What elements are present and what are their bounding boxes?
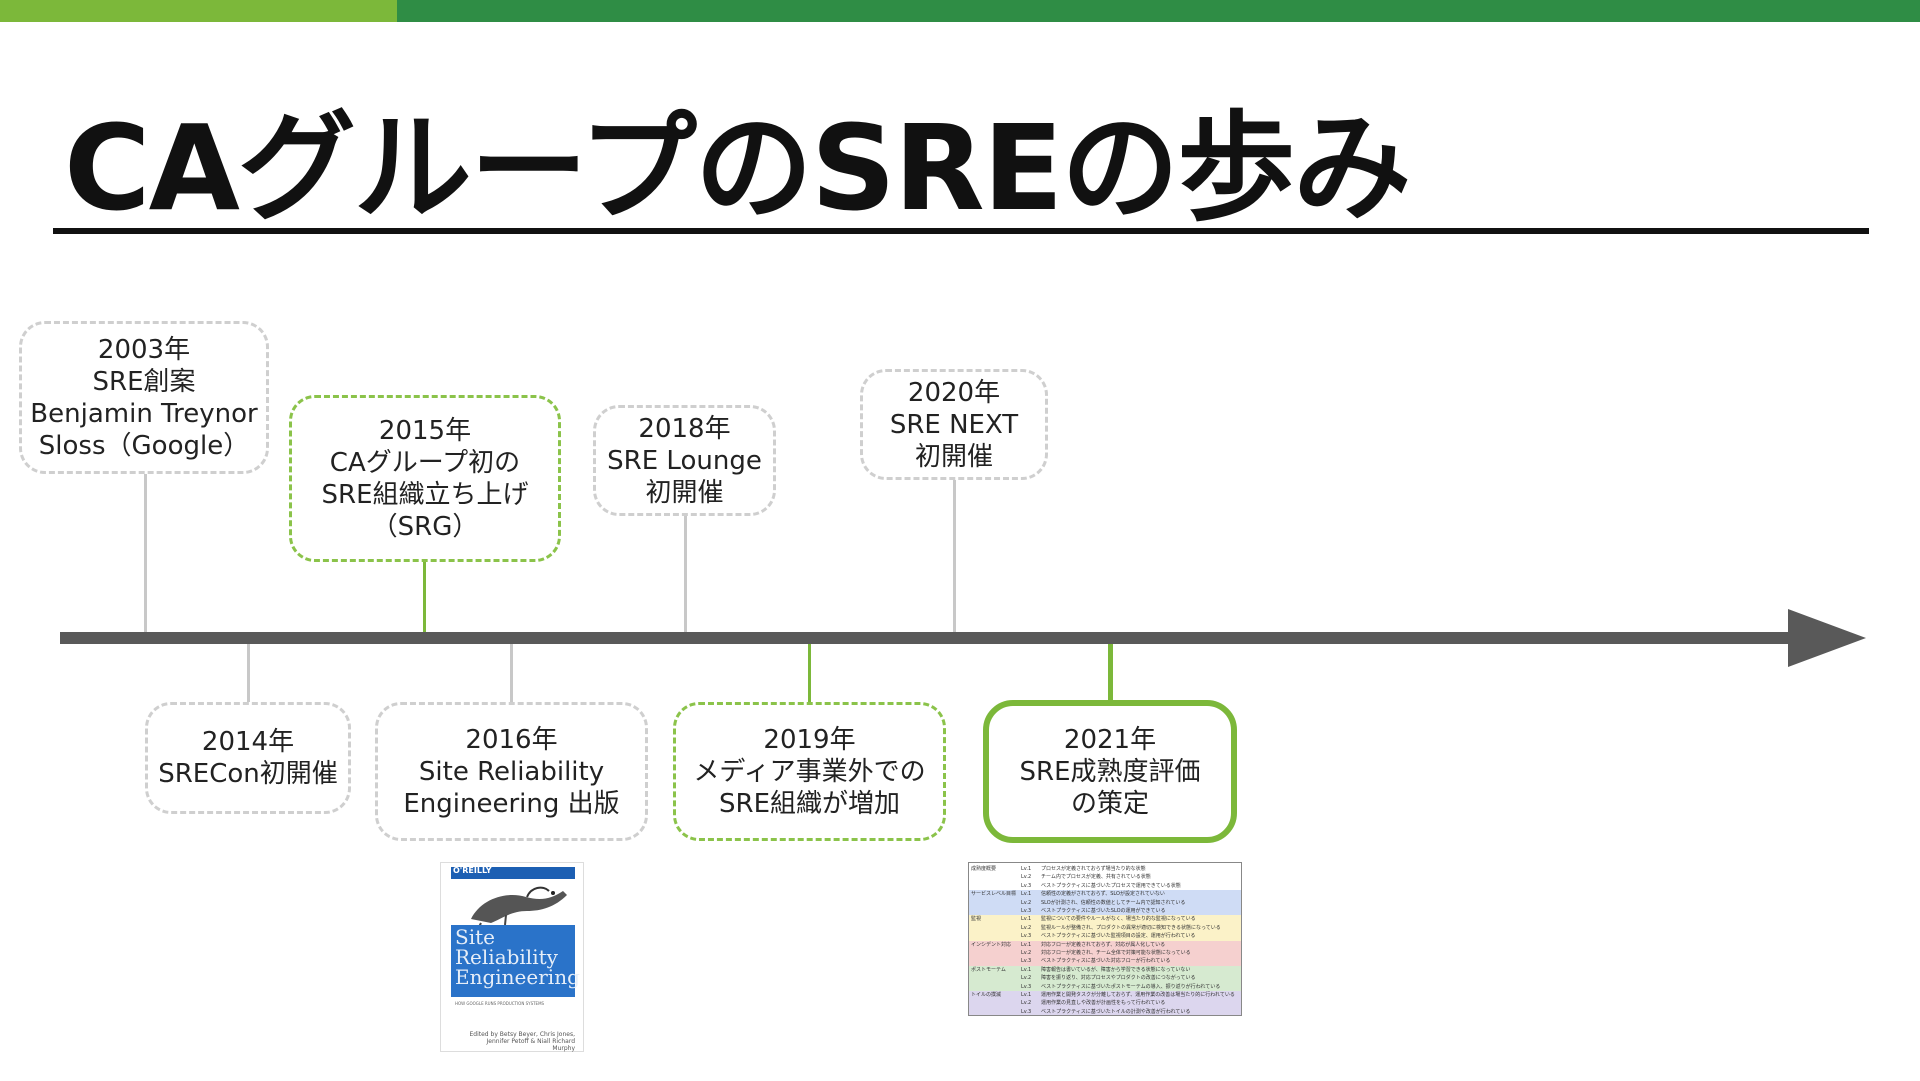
table-cell-lv: Lv.1 <box>1021 866 1032 872</box>
table-cell-lv: Lv.1 <box>1021 992 1032 998</box>
connector-2021 <box>1108 644 1113 700</box>
table-row: Lv.3 ベストプラクティスに基づいた監視項目の設定、運用が行われている <box>969 932 1241 941</box>
maturity-evaluation-sheet: 成熟度概要 Lv.1 プロセスが定義されておらず場当たり的な状態 Lv.2 チーム内でプ… <box>968 862 1242 1016</box>
book-subtitle: HOW GOOGLE RUNS PRODUCTION SYSTEMS <box>455 1001 545 1006</box>
sre-book-cover: O'REILLY Site Reliability Engineering HO… <box>440 862 584 1052</box>
table-cell-lv: Lv.3 <box>1021 958 1032 965</box>
table-cell-desc: 対応フローが定義され、チーム全体で対策可能な状態になっている <box>1041 950 1191 956</box>
table-cell-lv: Lv.3 <box>1021 882 1032 889</box>
table-row: サービスレベル目標 Lv.1 信頼性の定義がされておらず、SLOが設定されていない <box>969 890 1241 899</box>
table-cell-desc: チーム内でプロセスが定義、共有されている状態 <box>1041 874 1151 881</box>
table-cell-desc: プロセスが定義されておらず場当たり的な状態 <box>1041 866 1146 872</box>
table-cell-lv: Lv.2 <box>1021 950 1032 956</box>
table-row: トイルの撲滅 Lv.1 運用作業と開発タスクが分離しておらず、運用作業の改善は場当た… <box>969 991 1241 1000</box>
table-row: Lv.2 チーム内でプロセスが定義、共有されている状態 <box>969 873 1241 882</box>
book-top-band <box>451 867 575 879</box>
table-cell-cat: 監視 <box>971 916 982 923</box>
table-cell-cat: トイルの撲滅 <box>971 992 1002 998</box>
table-cell-lv: Lv.1 <box>1021 966 1032 973</box>
table-row: 成熟度概要 Lv.1 プロセスが定義されておらず場当たり的な状態 <box>969 865 1241 874</box>
table-cell-desc: ベストプラクティスに基づいたトイルの計測や改善が行われている <box>1041 1008 1191 1015</box>
table-cell-cat: インシデント対応 <box>971 941 1012 948</box>
title-underline <box>53 228 1869 234</box>
table-cell-cat: ポストモーテム <box>971 966 1006 973</box>
book-animal-illustration <box>451 879 575 928</box>
connector-2014 <box>247 644 250 702</box>
table-cell-desc: 対応フローが定義されておらず、対応が属人化している <box>1041 941 1166 948</box>
book-publisher: O'REILLY <box>453 866 492 875</box>
table-cell-lv: Lv.2 <box>1021 899 1032 906</box>
table-row: Lv.3 ベストプラクティスに基づいたプロセスで運用できている状態 <box>969 881 1241 891</box>
connector-2020 <box>953 480 956 632</box>
table-cell-lv: Lv.1 <box>1021 941 1032 948</box>
table-row: Lv.3 ベストプラクティスに基づいたSLOの運用ができている <box>969 907 1241 916</box>
table-cell-lv: Lv.2 <box>1021 975 1032 982</box>
table-cell-lv: Lv.3 <box>1021 933 1032 940</box>
table-row: Lv.3 ベストプラクティスに基づいた対応フローが行われている <box>969 957 1241 966</box>
top-accent-bar-dark <box>397 0 1920 22</box>
connector-2019 <box>808 644 811 702</box>
table-cell-desc: ベストプラクティスに基づいたポストモーテムの導入、振り返りが行われている <box>1041 983 1221 990</box>
table-cell-lv: Lv.2 <box>1021 1000 1032 1007</box>
table-row: Lv.2 監視ルールが整備され、プロダクトの異常が適切に検知できる状態になっている <box>969 923 1241 933</box>
book-credits: Edited by Betsy Beyer, Chris Jones, Jenn… <box>469 1031 576 1052</box>
book-title: Site Reliability Engineering <box>455 925 580 989</box>
top-accent-bar-light <box>0 0 397 22</box>
table-cell-lv: Lv.2 <box>1021 924 1032 931</box>
table-cell-lv: Lv.3 <box>1021 983 1032 990</box>
table-cell-desc: ベストプラクティスに基づいた監視項目の設定、運用が行われている <box>1041 933 1196 940</box>
table-cell-desc: 運用作業と開発タスクが分離しておらず、運用作業の改善は場当たり的に行われている <box>1041 992 1235 998</box>
table-row: 監視 Lv.1 監視についての要件やルールがなく、場当たり的な監視になっている <box>969 915 1241 924</box>
table-cell-desc: 運用作業の見直しや改善が計画性をもって行われている <box>1041 1000 1166 1007</box>
table-cell-desc: 障害報告は書いているが、障害から学習できる状態になっていない <box>1041 966 1191 973</box>
slide-title: CAグループのSREの歩み <box>64 99 1411 237</box>
timeline-axis <box>60 632 1800 644</box>
table-row: インシデント対応 Lv.1 対応フローが定義されておらず、対応が属人化している <box>969 940 1241 950</box>
table-row: Lv.2 対応フローが定義され、チーム全体で対策可能な状態になっている <box>969 949 1241 958</box>
table-cell-lv: Lv.3 <box>1021 1008 1032 1015</box>
table-row: Lv.3 ベストプラクティスに基づいたポストモーテムの導入、振り返りが行われている <box>969 982 1241 992</box>
table-cell-desc: SLOが計測され、信頼性の数値としてチーム内で認知されている <box>1041 899 1186 906</box>
table-row: ポストモーテム Lv.1 障害報告は書いているが、障害から学習できる状態になっていな… <box>969 965 1241 975</box>
table-cell-desc: ベストプラクティスに基づいたプロセスで運用できている状態 <box>1041 882 1181 889</box>
book-title-band <box>451 925 575 997</box>
connector-2003 <box>144 474 147 632</box>
table-cell-desc: 信頼性の定義がされておらず、SLOが設定されていない <box>1041 891 1165 898</box>
connector-2016 <box>510 644 513 702</box>
table-cell-lv: Lv.1 <box>1021 891 1032 898</box>
table-cell-desc: ベストプラクティスに基づいたSLOの運用ができている <box>1041 908 1166 914</box>
table-cell-desc: 障害を振り返り、対応プロセスやプロダクトの改善につながっている <box>1041 975 1196 982</box>
table-cell-lv: Lv.1 <box>1021 916 1032 923</box>
connector-2018 <box>684 516 687 632</box>
timeline-arrowhead <box>1788 609 1866 667</box>
table-cell-lv: Lv.2 <box>1021 874 1032 881</box>
connector-2015 <box>423 562 426 632</box>
table-cell-desc: ベストプラクティスに基づいた対応フローが行われている <box>1041 958 1171 965</box>
table-cell-desc: 監視ルールが整備され、プロダクトの異常が適切に検知できる状態になっている <box>1041 924 1221 931</box>
table-row: Lv.3 ベストプラクティスに基づいたトイルの計測や改善が行われている <box>969 1007 1241 1015</box>
table-row: Lv.2 障害を振り返り、対応プロセスやプロダクトの改善につながっている <box>969 974 1241 983</box>
table-cell-cat: 成熟度概要 <box>971 866 997 872</box>
table-cell-cat: サービスレベル目標 <box>971 891 1017 898</box>
table-cell-desc: 監視についての要件やルールがなく、場当たり的な監視になっている <box>1041 916 1196 923</box>
table-row: Lv.2 運用作業の見直しや改善が計画性をもって行われている <box>969 999 1241 1008</box>
table-cell-lv: Lv.3 <box>1021 908 1032 914</box>
table-row: Lv.2 SLOが計測され、信頼性の数値としてチーム内で認知されている <box>969 898 1241 908</box>
